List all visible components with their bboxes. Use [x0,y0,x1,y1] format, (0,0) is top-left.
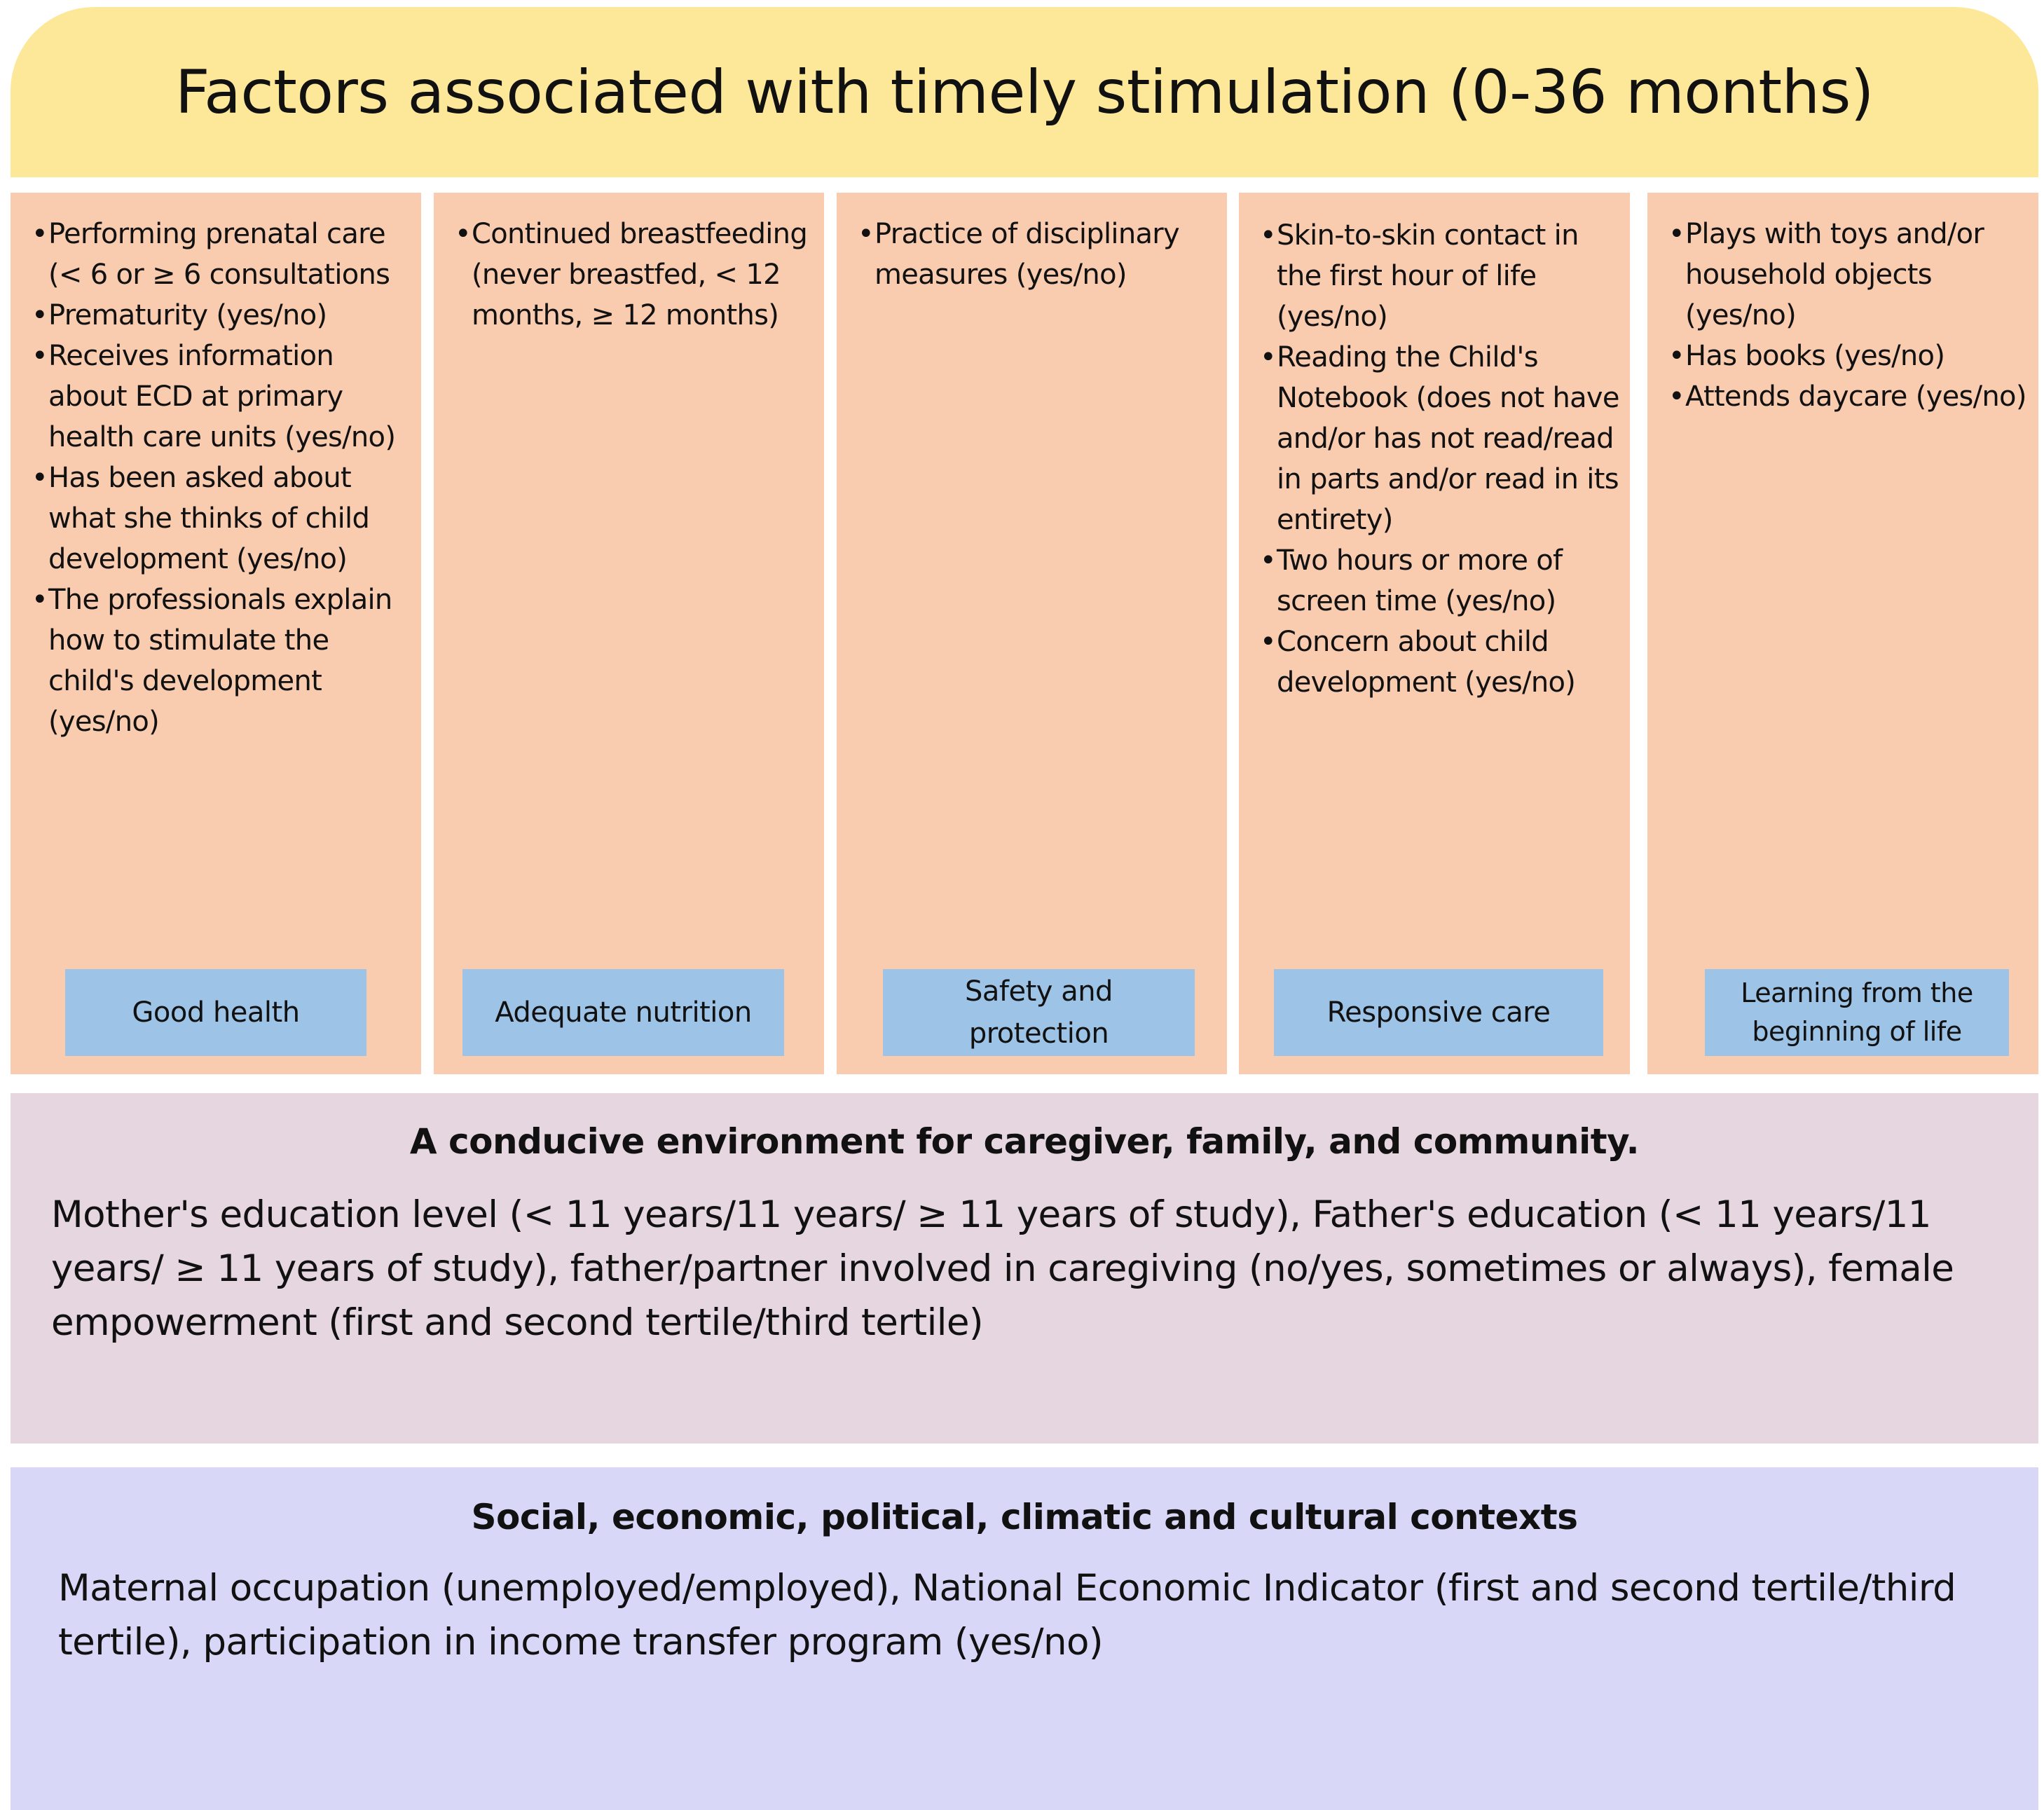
context-text: Maternal occupation (unemployed/employed… [58,1567,1956,1664]
diagram-title: Factors associated with timely stimulati… [175,57,1874,128]
label-good-health: Good health [65,969,366,1056]
context-heading: Social, economic, political, climatic an… [471,1497,1578,1537]
list-item: Concern about child development (yes/no) [1260,622,1623,703]
list-item: Attends daycare (yes/no) [1668,376,2031,417]
factor-list: Continued breastfeeding (never breastfed… [455,214,817,336]
list-item: Skin-to-skin contact in the first hour o… [1260,215,1623,337]
column-learning: Plays with toys and/or household objects… [1647,193,2038,1074]
factor-list: Plays with toys and/or household objects… [1668,214,2031,417]
environment-box: A conducive environment for caregiver, f… [11,1093,2038,1444]
list-item: Practice of disciplinary measures (yes/n… [858,214,1220,295]
environment-text: Mother's education level (< 11 years/11 … [51,1193,1954,1344]
list-item: Two hours or more of screen time (yes/no… [1260,540,1623,622]
list-item: Performing prenatal care (< 6 or ≥ 6 con… [32,214,414,295]
label-safety-protection: Safety and protection [883,969,1195,1056]
list-item: Continued breastfeeding (never breastfed… [455,214,817,336]
list-item: Has been asked about what she thinks of … [32,458,414,580]
list-item: The professionals explain how to stimula… [32,580,414,742]
context-box: Social, economic, political, climatic an… [11,1467,2038,1810]
title-banner: Factors associated with timely stimulati… [11,7,2038,177]
list-item: Receives information about ECD at primar… [32,336,414,458]
factor-list: Skin-to-skin contact in the first hour o… [1260,215,1623,703]
list-item: Plays with toys and/or household objects… [1668,214,2031,336]
column-responsive-care: Skin-to-skin contact in the first hour o… [1239,193,1630,1074]
list-item: Prematurity (yes/no) [32,295,414,336]
factor-list: Practice of disciplinary measures (yes/n… [858,214,1220,295]
label-learning: Learning from the beginning of life [1705,969,2009,1056]
label-adequate-nutrition: Adequate nutrition [462,969,784,1056]
column-good-health: Performing prenatal care (< 6 or ≥ 6 con… [11,193,421,1074]
column-adequate-nutrition: Continued breastfeeding (never breastfed… [434,193,824,1074]
column-safety-protection: Practice of disciplinary measures (yes/n… [837,193,1227,1074]
environment-heading: A conducive environment for caregiver, f… [409,1121,1640,1162]
list-item: Has books (yes/no) [1668,336,2031,376]
label-responsive-care: Responsive care [1274,969,1603,1056]
factor-list: Performing prenatal care (< 6 or ≥ 6 con… [32,214,414,742]
list-item: Reading the Child's Notebook (does not h… [1260,337,1623,540]
